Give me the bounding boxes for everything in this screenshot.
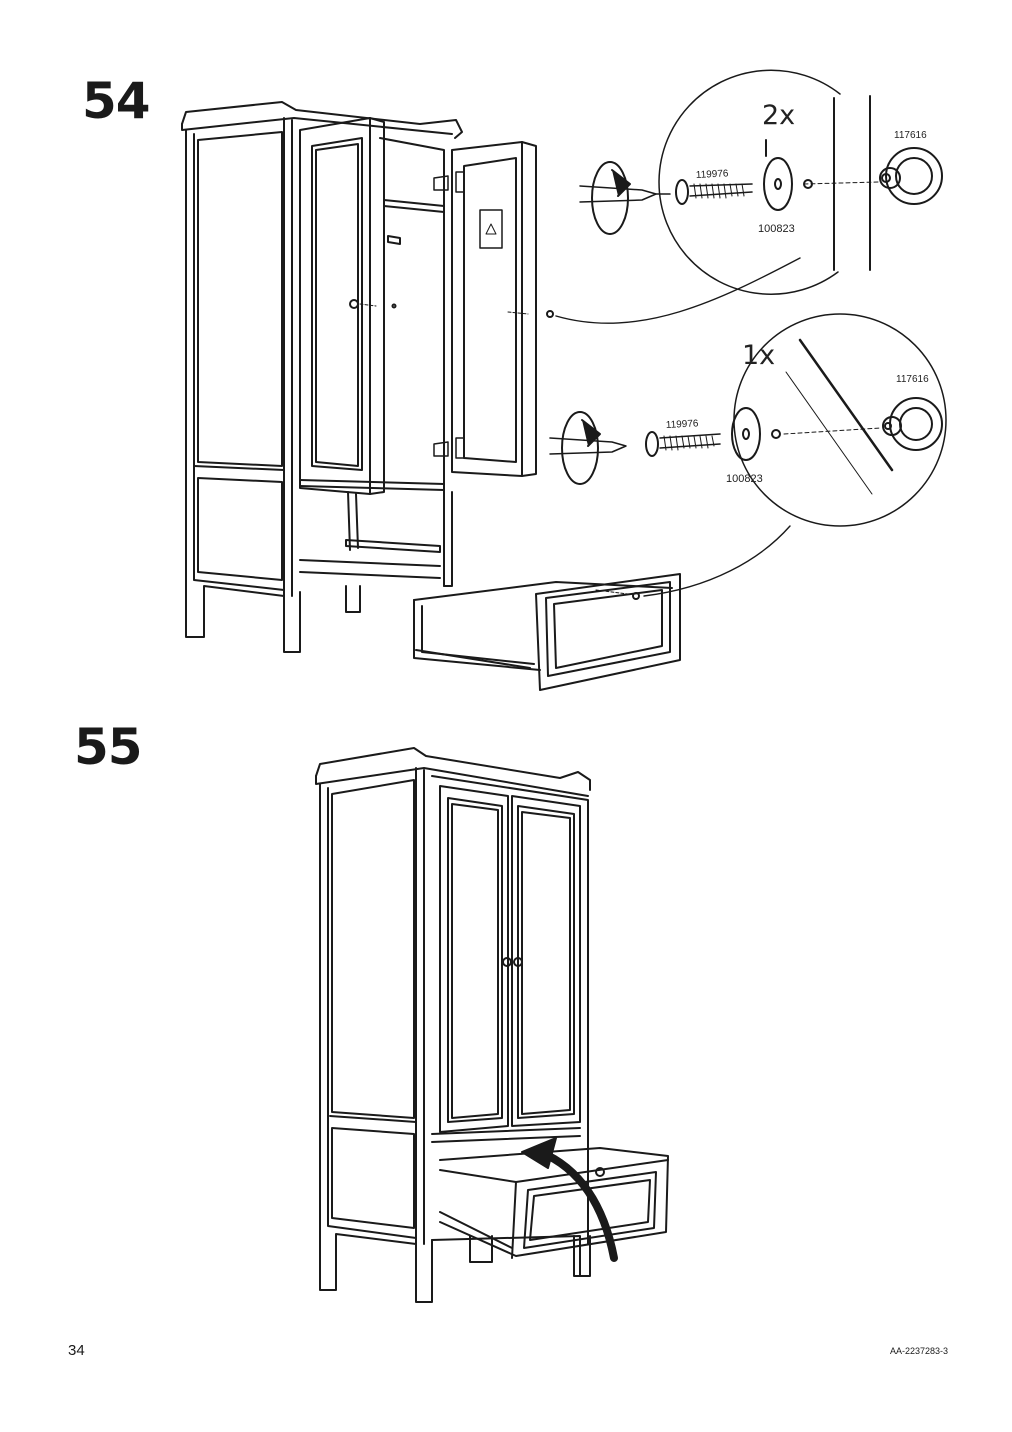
drawer-illustration <box>413 573 681 691</box>
drawer-inserting-illustration <box>439 1137 669 1262</box>
detail-callout-1x <box>549 313 947 527</box>
callout-1-knob-part: 117616 <box>894 130 927 141</box>
wardrobe-closed-illustration <box>315 747 591 1303</box>
step-55-number: 55 <box>74 718 143 776</box>
step-54-number: 54 <box>82 72 151 130</box>
callout-2-washer-part: 100823 <box>726 473 763 485</box>
callout-1-washer-part: 100823 <box>758 223 795 235</box>
callout-2-quantity: 1x <box>742 340 775 371</box>
wardrobe-open-illustration <box>181 101 554 653</box>
callout-1-quantity: 2x <box>762 100 795 131</box>
callout-2-knob-part: 117616 <box>896 374 929 385</box>
callout-2-screw-part: 119976 <box>666 418 700 431</box>
document-code: AA-2237283-3 <box>889 1346 948 1356</box>
callout-1-screw-part: 119976 <box>696 168 730 181</box>
detail-callout-2x <box>579 69 943 295</box>
page-number: 34 <box>68 1342 85 1359</box>
